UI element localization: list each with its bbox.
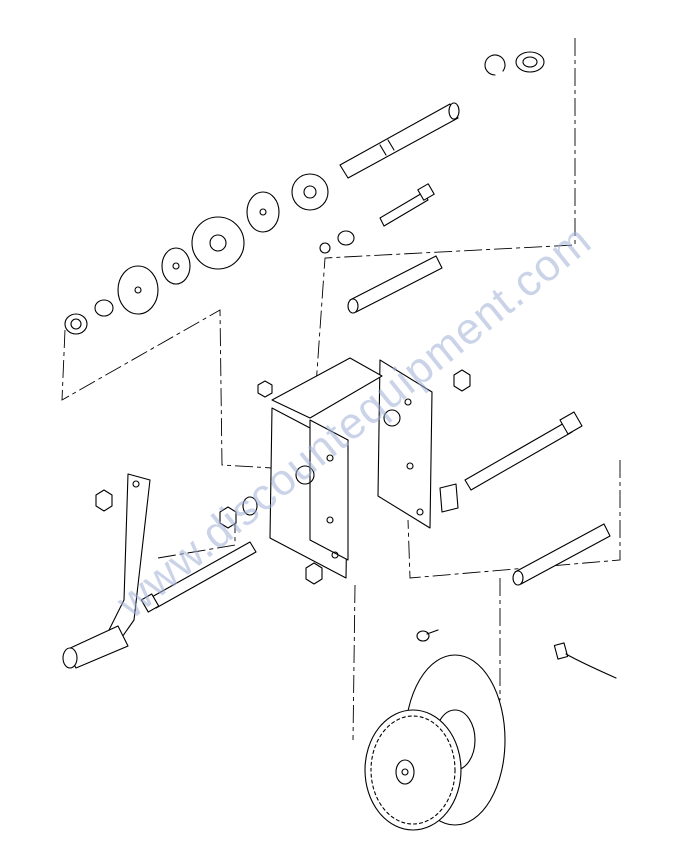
ring-gear-teeth (370, 715, 456, 825)
gear-washer-set (64, 173, 329, 335)
lower-frame-nut (305, 562, 323, 585)
through-bolt-shaft (464, 421, 573, 491)
crank-handle-assembly (62, 473, 257, 669)
pawl-nut (319, 242, 331, 254)
right-side-plate (377, 359, 433, 529)
crank-lock-nut (219, 506, 237, 529)
left-spacer (94, 299, 114, 317)
large-washer (117, 265, 159, 315)
strap-clip (553, 642, 569, 660)
spur-gear (191, 216, 245, 270)
assembly-dash-lines (61, 38, 621, 741)
through-bolt-head (559, 411, 583, 435)
strap-hook-assembly (553, 642, 617, 679)
right-frame-nut (453, 369, 471, 392)
left-dash-line (61, 309, 273, 469)
left-bushing (64, 313, 88, 335)
winch-strap (565, 653, 617, 679)
lower-spacer-tube (514, 523, 611, 585)
long-through-bolt (439, 411, 583, 513)
pawl-bolt-assembly (319, 183, 435, 254)
drum-gear-assembly (364, 629, 506, 831)
upper-washer (246, 191, 280, 233)
spacer-tubes (347, 255, 611, 586)
handle-dash-line (157, 520, 236, 559)
upper-spacer-tube (349, 255, 443, 313)
right-mid-dash-line (407, 460, 621, 579)
frame-top-nut (257, 380, 273, 398)
top-shaft-assembly (339, 51, 545, 179)
top-right-dash-line (314, 38, 576, 401)
pawl-bolt (379, 191, 429, 227)
frame-assembly (269, 357, 433, 579)
handle-nut (95, 489, 113, 512)
crank-washer (242, 496, 258, 516)
drum-hub (395, 759, 415, 785)
frame-top-plate (271, 357, 383, 419)
main-shaft (339, 103, 459, 179)
drum-pin (416, 630, 430, 642)
middle-washer (161, 247, 191, 285)
retaining-clip (484, 54, 506, 76)
small-pinion-gear (291, 173, 329, 211)
lower-right-dash-line (459, 578, 501, 706)
bolt-clip (439, 483, 459, 513)
frame-rear-plate (309, 419, 349, 561)
plate-bearing-hole (295, 465, 315, 485)
hex-nuts (95, 369, 471, 585)
lower-left-dash-line (352, 584, 356, 741)
pawl-spring (337, 230, 355, 246)
